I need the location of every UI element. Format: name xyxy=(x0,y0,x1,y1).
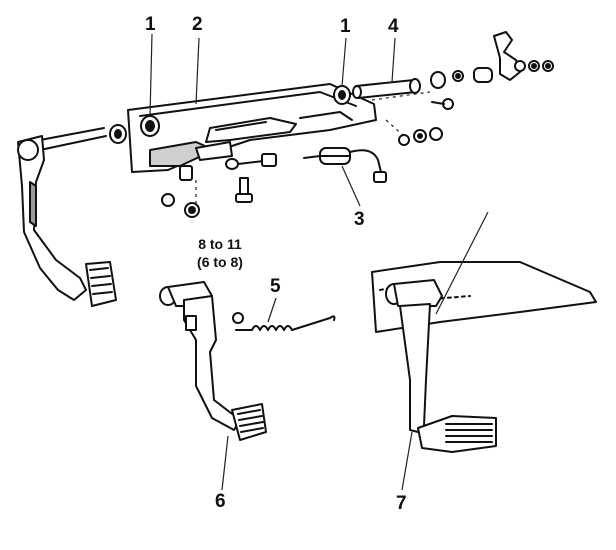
washers-right xyxy=(398,127,443,146)
pedal-bracket xyxy=(127,83,377,173)
left-pedal xyxy=(17,127,117,307)
callout-2: 2 xyxy=(192,14,203,35)
bushing-right xyxy=(333,85,351,105)
leader-line xyxy=(435,211,489,315)
callout-7: 7 xyxy=(396,493,407,514)
callout-4: 4 xyxy=(388,16,399,37)
bracket-bolt-1 xyxy=(179,165,193,181)
alignment-lines xyxy=(195,91,431,206)
bracket-bolt-3 xyxy=(235,177,253,203)
bushing-left xyxy=(109,124,127,144)
brake-pedal xyxy=(159,281,267,441)
nut-2 xyxy=(184,202,200,218)
torque-spec-line-2: (6 to 8) xyxy=(197,254,243,270)
small-bolt-right xyxy=(431,98,454,110)
callout-leaders xyxy=(149,33,413,491)
callout-1-right: 1 xyxy=(340,16,351,37)
return-spring xyxy=(232,312,336,331)
pivot-shaft xyxy=(352,78,421,99)
stop-light-switch xyxy=(303,147,387,183)
bracket-bolt-2 xyxy=(225,153,277,170)
callout-3: 3 xyxy=(354,209,365,230)
torque-spec-line-1: 8 to 11 xyxy=(198,236,242,252)
callout-6: 6 xyxy=(215,491,226,512)
torque-spec: 8 to 11 (6 to 8) xyxy=(178,235,262,271)
accelerator-pedal xyxy=(385,279,497,453)
callout-1-left: 1 xyxy=(145,14,156,35)
shaft-hardware xyxy=(430,31,554,89)
callout-5: 5 xyxy=(270,276,281,297)
nut-1 xyxy=(161,193,175,207)
